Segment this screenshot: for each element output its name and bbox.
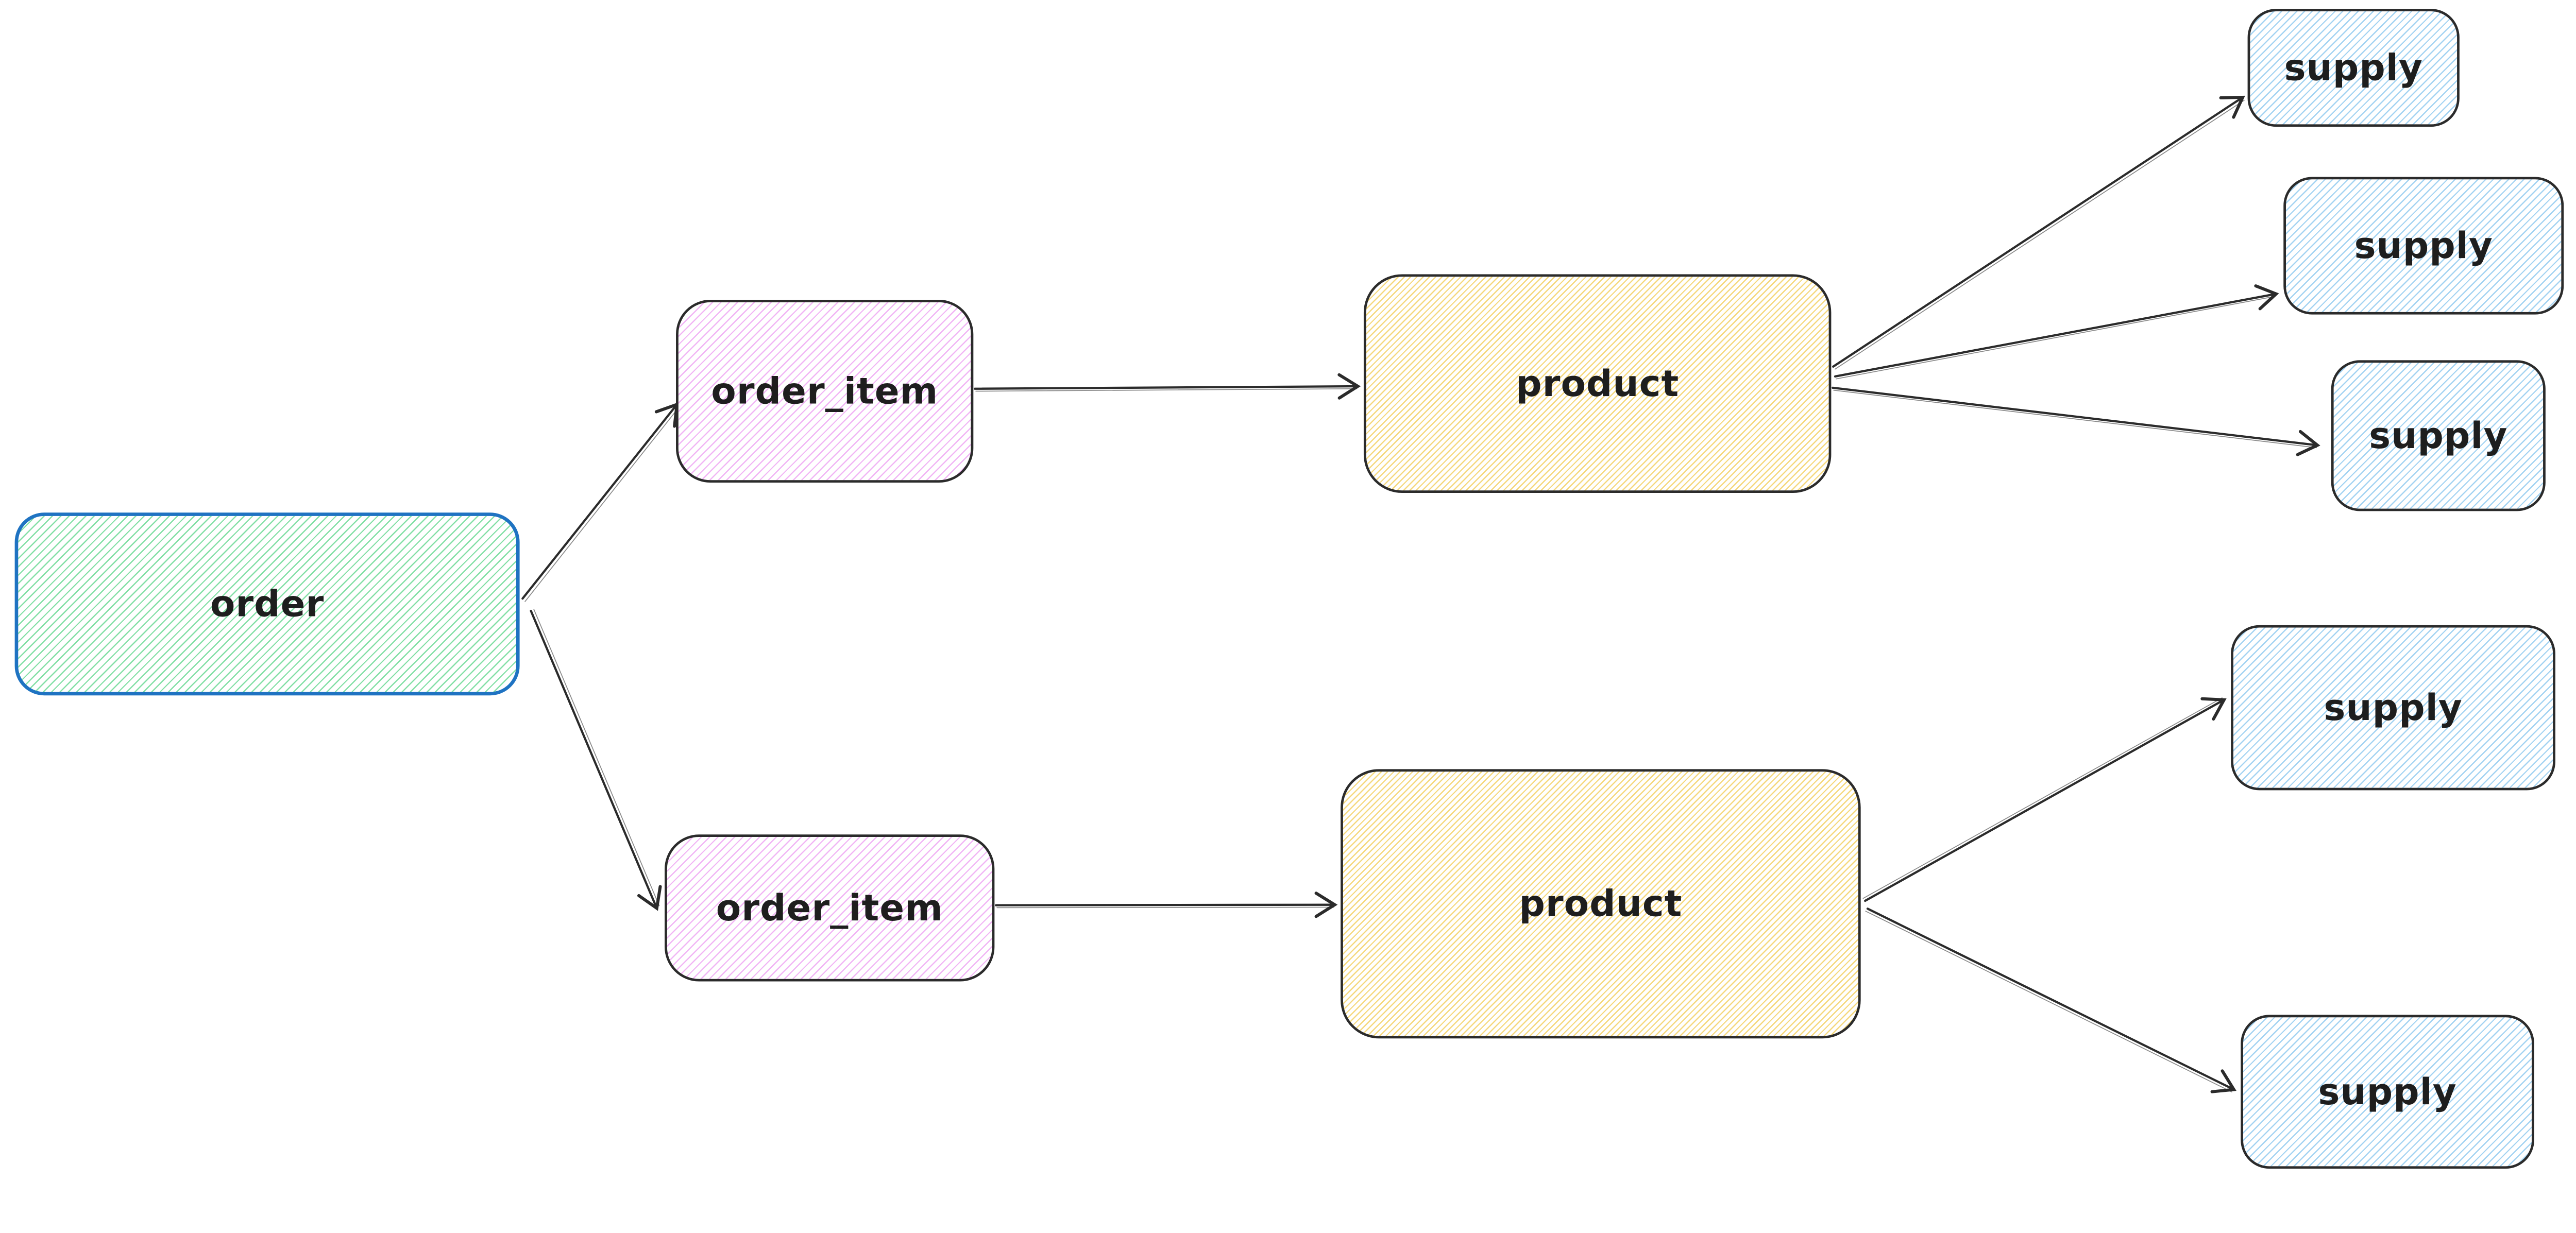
node-product-top-label: product	[1516, 362, 1680, 405]
node-supply-5-label: supply	[2318, 1070, 2457, 1113]
node-product-top[interactable]: product	[1363, 274, 1832, 493]
node-supply-2-label: supply	[2354, 225, 2493, 267]
arrow-order-item-top-to-product-top[interactable]	[974, 373, 1361, 400]
node-supply-5[interactable]: supply	[2241, 1015, 2534, 1169]
node-supply-4-label: supply	[2324, 687, 2463, 729]
node-order[interactable]: order	[14, 512, 520, 696]
arrow-product-top-to-supply-3[interactable]	[1832, 386, 2320, 456]
arrow-order-to-order-item-top[interactable]	[521, 402, 679, 602]
node-product-bottom-label: product	[1519, 882, 1683, 925]
node-product-bottom[interactable]: product	[1341, 769, 1861, 1039]
node-supply-1-label: supply	[2284, 46, 2423, 89]
arrow-product-bottom-to-supply-5[interactable]	[1865, 907, 2236, 1093]
node-supply-2[interactable]: supply	[2283, 177, 2564, 315]
arrow-product-top-to-supply-2[interactable]	[1834, 284, 2279, 380]
arrow-product-bottom-to-supply-4[interactable]	[1862, 697, 2227, 902]
node-supply-3-label: supply	[2369, 414, 2508, 457]
diagram-canvas: order order_item order_item product prod…	[14, 9, 2564, 1169]
node-order-item-top[interactable]: order_item	[676, 300, 974, 483]
arrow-order-to-order-item-bottom[interactable]	[530, 609, 662, 911]
node-supply-3[interactable]: supply	[2331, 360, 2546, 511]
arrow-order-item-bottom-to-product-bottom[interactable]	[995, 892, 1338, 918]
node-order-label: order	[210, 583, 325, 625]
node-order-item-bottom-label: order_item	[716, 886, 943, 929]
node-supply-1[interactable]: supply	[2247, 9, 2460, 127]
node-supply-4[interactable]: supply	[2231, 625, 2555, 791]
node-order-item-bottom[interactable]: order_item	[665, 834, 995, 982]
arrow-product-top-to-supply-1[interactable]	[1832, 95, 2245, 370]
node-order-item-top-label: order_item	[711, 370, 939, 413]
